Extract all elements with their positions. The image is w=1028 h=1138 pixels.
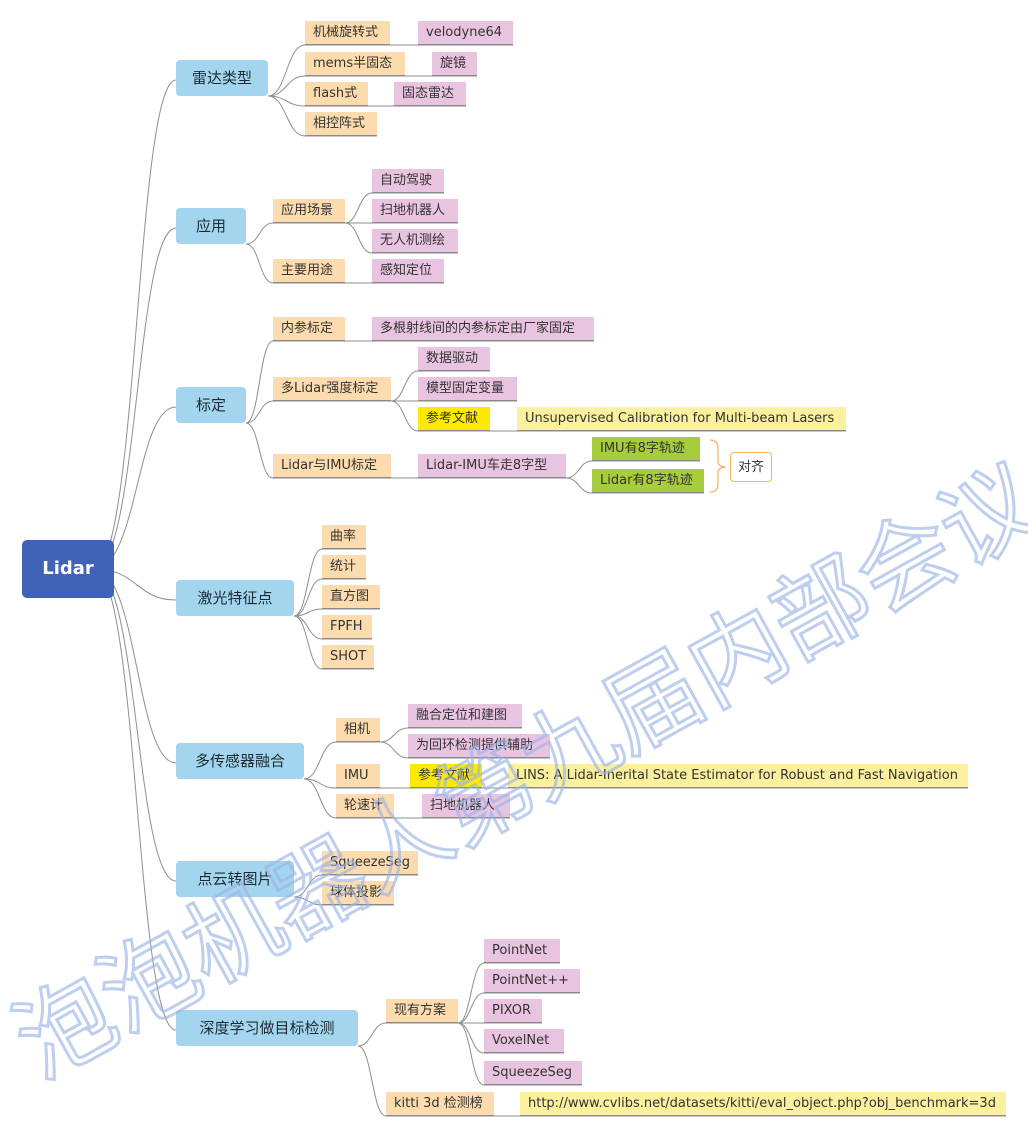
node-spherical-projection[interactable]: 球体投影	[322, 881, 394, 905]
node-perception-localization[interactable]: 感知定位	[372, 259, 444, 283]
node-pointnet[interactable]: PointNet	[484, 939, 560, 963]
node-reference-fusion[interactable]: 参考文献	[410, 764, 482, 788]
connector-fusion-cam	[303, 741, 380, 780]
connector-calib-intr	[245, 340, 345, 424]
connector-feat-feat4	[293, 615, 374, 670]
connector-exist-ex1	[457, 992, 580, 1024]
node-mechanical-rotary[interactable]: 机械旋转式	[305, 21, 390, 45]
connector-toimg-toimg0	[293, 874, 418, 898]
connector-radar-mems	[267, 75, 405, 97]
connector-radar-flash	[267, 95, 368, 107]
connector-app-scenes	[245, 222, 345, 245]
branch-radar-types[interactable]: 雷达类型	[176, 60, 268, 96]
branch-multi-sensor-fusion[interactable]: 多传感器融合	[176, 743, 304, 779]
node-fpfh[interactable]: FPFH	[322, 615, 372, 639]
node-phased-array[interactable]: 相控阵式	[305, 112, 377, 136]
connector-calib-inten	[245, 400, 391, 424]
node-autonomous-driving[interactable]: 自动驾驶	[372, 169, 444, 193]
node-solid-state-lidar[interactable]: 固态雷达	[394, 82, 466, 106]
connector-radar-mech	[267, 44, 390, 97]
connector-feat-feat0	[293, 548, 366, 617]
node-odometer-sweeping-robot[interactable]: 扫地机器人	[422, 794, 510, 818]
node-intrinsic-description[interactable]: 多根射线间的内参标定由厂家固定	[372, 317, 594, 341]
connector-root-radar	[93, 79, 268, 570]
branch-application[interactable]: 应用	[176, 208, 246, 244]
node-reference-calibration[interactable]: 参考文献	[418, 407, 490, 431]
node-sweeping-robot[interactable]: 扫地机器人	[372, 199, 458, 223]
connector-calib-limu	[245, 422, 391, 479]
connector-root-calib	[93, 406, 246, 570]
node-model-fixed[interactable]: 模型固定变量	[418, 377, 517, 401]
branch-calibration[interactable]: 标定	[176, 387, 246, 423]
connector-fig8-imu8	[565, 460, 700, 479]
connector-cam-cam1	[379, 741, 550, 759]
connector-feat-feat2	[293, 608, 380, 617]
node-kitti-leaderboard[interactable]: kitti 3d 检测榜	[386, 1092, 494, 1116]
connector-inten-ref1	[390, 400, 490, 432]
branch-point-cloud-to-image[interactable]: 点云转图片	[176, 861, 294, 897]
connector-fusion-odo	[303, 778, 394, 819]
node-reference-lins[interactable]: LINS: A Lidar-Inerital State Estimator f…	[508, 764, 968, 788]
node-drone-mapping[interactable]: 无人机测绘	[372, 229, 458, 253]
node-histogram[interactable]: 直方图	[322, 585, 380, 609]
node-shot[interactable]: SHOT	[322, 645, 374, 669]
connector-inten-data	[390, 370, 490, 402]
connector-feat-feat1	[293, 578, 366, 617]
connector-toimg-toimg1	[293, 896, 394, 906]
node-pointnet-plus-plus[interactable]: PointNet++	[484, 969, 580, 993]
node-flash[interactable]: flash式	[305, 82, 368, 106]
connector-radar-phased	[267, 95, 377, 137]
connector-cam-cam0	[379, 727, 522, 743]
connector-exist-ex0	[457, 962, 560, 1024]
connector-app-mainuse	[245, 243, 345, 284]
node-squeezeseg[interactable]: SqueezeSeg	[322, 851, 418, 875]
connector-fig8-lidar8	[565, 477, 704, 494]
node-squeezeseg-detection[interactable]: SqueezeSeg	[484, 1061, 582, 1085]
connector-scenes-scene0	[344, 192, 444, 224]
node-curvature[interactable]: 曲率	[322, 525, 366, 549]
node-imu-figure8[interactable]: IMU有8字轨迹	[592, 437, 700, 461]
root-node-lidar[interactable]: Lidar	[22, 540, 114, 598]
node-align[interactable]: 对齐	[730, 452, 772, 482]
node-camera[interactable]: 相机	[336, 718, 380, 742]
node-kitti-url[interactable]: http://www.cvlibs.net/datasets/kitti/eva…	[520, 1092, 1006, 1116]
node-reference-unsupervised-calibration[interactable]: Unsupervised Calibration for Multi-beam …	[517, 407, 846, 431]
node-main-use[interactable]: 主要用途	[273, 259, 345, 283]
branch-deep-learning-detection[interactable]: 深度学习做目标检测	[176, 1010, 358, 1046]
connector-deep-kitti	[357, 1045, 494, 1117]
node-intrinsic-calibration[interactable]: 内参标定	[273, 317, 345, 341]
node-data-driven[interactable]: 数据驱动	[418, 347, 490, 371]
connector-fusion-imu	[303, 778, 380, 789]
node-existing-solutions[interactable]: 现有方案	[386, 999, 458, 1023]
node-pixor[interactable]: PIXOR	[484, 999, 542, 1023]
node-voxelnet[interactable]: VoxelNet	[484, 1029, 564, 1053]
connector-scenes-scene2	[344, 222, 458, 254]
connector-feat-feat3	[293, 615, 372, 640]
node-figure8-drive[interactable]: Lidar-IMU车走8字型	[418, 454, 566, 478]
node-imu[interactable]: IMU	[336, 764, 380, 788]
node-mems[interactable]: mems半固态	[305, 52, 405, 76]
node-rotating-mirror[interactable]: 旋镜	[432, 52, 477, 76]
node-velodyne64[interactable]: velodyne64	[418, 21, 513, 45]
node-application-scenes[interactable]: 应用场景	[273, 199, 345, 223]
node-fusion-localization-mapping[interactable]: 融合定位和建图	[408, 704, 522, 728]
align-brace	[709, 439, 727, 493]
node-statistics[interactable]: 统计	[322, 555, 366, 579]
node-lidar-figure8[interactable]: Lidar有8字轨迹	[592, 469, 704, 493]
node-loop-closure-assist[interactable]: 为回环检测提供辅助	[408, 734, 550, 758]
connector-exist-ex4	[457, 1022, 582, 1086]
node-intensity-calibration[interactable]: 多Lidar强度标定	[273, 377, 391, 401]
branch-laser-features[interactable]: 激光特征点	[176, 580, 294, 616]
node-wheel-odometer[interactable]: 轮速计	[336, 794, 394, 818]
connector-exist-ex3	[457, 1022, 564, 1054]
connector-deep-exist	[357, 1022, 458, 1047]
node-lidar-imu-calibration[interactable]: Lidar与IMU标定	[273, 454, 391, 478]
